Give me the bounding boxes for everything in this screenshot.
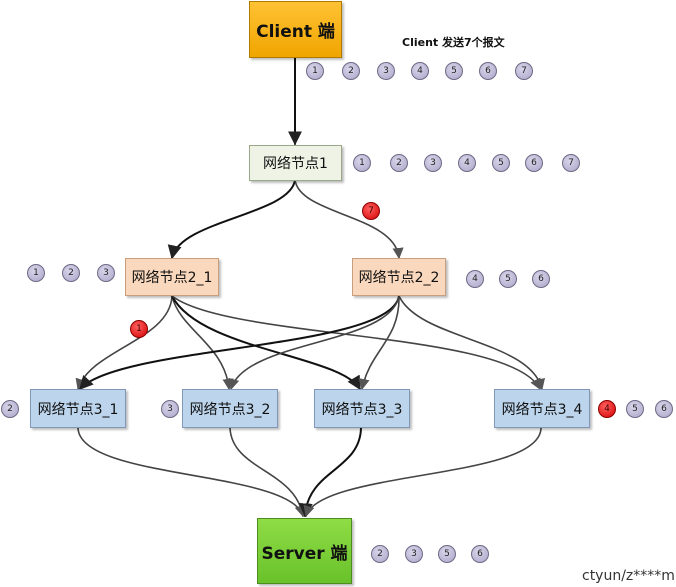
packet: 1 xyxy=(353,154,371,172)
network-node-2-1: 网络节点2_1 xyxy=(125,258,219,296)
packet: 1 xyxy=(306,62,324,80)
packet: 7 xyxy=(515,62,533,80)
packet: 3 xyxy=(377,62,395,80)
packet: 2 xyxy=(342,62,360,80)
edge-node2-1-node3-4 xyxy=(171,295,541,390)
network-node-3-3: 网络节点3_3 xyxy=(314,389,410,428)
edge-node2-2-node3-4 xyxy=(398,295,546,391)
packet: 3 xyxy=(405,545,423,563)
packet: 2 xyxy=(371,545,389,563)
packet: 5 xyxy=(438,545,456,563)
packet: 6 xyxy=(532,270,550,288)
server-node: Server 端 xyxy=(257,518,352,584)
lost-packet: 1 xyxy=(130,320,148,338)
client-node: Client 端 xyxy=(249,1,342,58)
edge-node1-node2-2 xyxy=(294,179,404,260)
packet: 4 xyxy=(466,270,484,288)
network-node-1: 网络节点1 xyxy=(249,145,342,181)
packet: 6 xyxy=(479,62,497,80)
packet: 5 xyxy=(445,62,463,80)
packet: 5 xyxy=(499,270,517,288)
packet: 2 xyxy=(62,264,80,282)
edge-node1-node2-1 xyxy=(167,179,296,260)
packet: 3 xyxy=(97,264,115,282)
edge-node2-2-node3-1 xyxy=(79,295,400,391)
network-node-2-2: 网络节点2_2 xyxy=(352,258,446,296)
packet: 6 xyxy=(471,545,489,563)
edge-node2-1-node3-1 xyxy=(75,295,173,391)
client-send-note: Client 发送7个报文 xyxy=(402,36,505,49)
edge-node2-2-node3-3 xyxy=(358,295,400,391)
network-node-3-2: 网络节点3_2 xyxy=(182,389,278,428)
packet: 5 xyxy=(492,154,510,172)
edge-node3-4-server xyxy=(303,427,542,518)
edge-node2-2-node3-2 xyxy=(228,295,400,391)
packet: 6 xyxy=(525,154,543,172)
packet: 2 xyxy=(390,154,408,172)
packet: 4 xyxy=(411,62,429,80)
lost-packet: 7 xyxy=(362,202,380,220)
edge-node2-1-node3-3 xyxy=(171,295,361,391)
watermark: ctyun/z****m xyxy=(582,568,675,584)
packet: 2 xyxy=(1,400,19,418)
packet: 7 xyxy=(562,154,580,172)
lost-packet: 4 xyxy=(598,400,616,418)
packet: 3 xyxy=(161,400,179,418)
packet: 6 xyxy=(655,400,673,418)
edge-node3-1-server xyxy=(77,427,306,518)
edge-node3-2-server xyxy=(229,427,307,518)
network-node-3-4: 网络节点3_4 xyxy=(494,389,590,428)
packet: 4 xyxy=(458,154,476,172)
packet: 3 xyxy=(424,154,442,172)
packet: 1 xyxy=(27,264,45,282)
edge-node2-1-node3-2 xyxy=(171,295,234,391)
network-node-3-1: 网络节点3_1 xyxy=(30,389,126,428)
packet: 5 xyxy=(626,400,644,418)
edge-node3-3-server xyxy=(298,427,362,518)
